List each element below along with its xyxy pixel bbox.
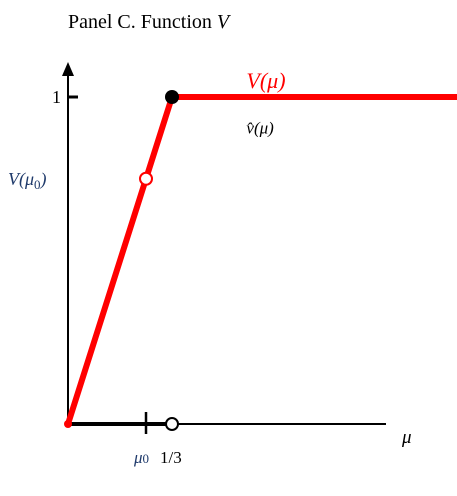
- x-tick-label-0-sub: 0: [143, 451, 150, 466]
- y-mark-label-0: V(μ0): [8, 169, 47, 192]
- x-axis-label: μ: [401, 427, 412, 448]
- point-origin: [64, 420, 72, 428]
- series-line-0: [65, 94, 457, 427]
- point-closed-kink: [165, 90, 179, 104]
- y-axis-arrow: [62, 62, 74, 76]
- annotation-1: v̂(μ): [246, 119, 274, 138]
- y-tick-label-0: 1: [52, 87, 61, 107]
- x-tick-label-0-main: μ: [133, 448, 143, 467]
- x-tick-label-1: 1/3: [160, 448, 182, 467]
- y-mark-label-end: ): [40, 169, 47, 190]
- annotation-0: V(μ): [246, 68, 285, 93]
- point-open-on-curve: [139, 171, 154, 186]
- panel-title-prefix: Panel C. Function: [68, 11, 217, 33]
- panel-title: Panel C. Function V: [68, 11, 232, 33]
- point-open-on-axis: [165, 417, 179, 431]
- axes: [62, 62, 386, 434]
- x-tick-label-0: μ0: [133, 448, 149, 467]
- y-mark-label-main: V(μ: [8, 169, 34, 190]
- y-mark-label-sub: 0: [34, 177, 41, 192]
- marks: [64, 90, 457, 431]
- panel-title-var: V: [217, 11, 232, 33]
